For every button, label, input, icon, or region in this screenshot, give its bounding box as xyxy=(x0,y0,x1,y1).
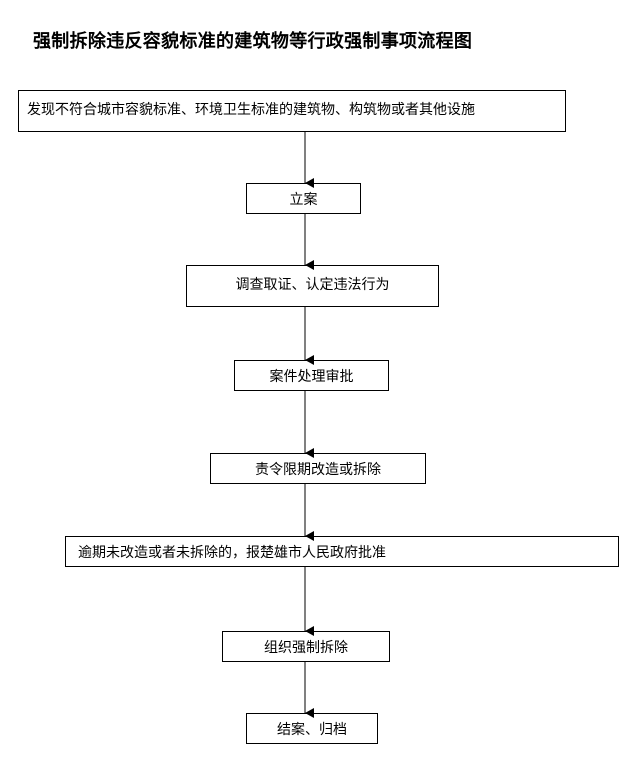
step-file-case: 立案 xyxy=(246,183,361,214)
step-discover-label: 发现不符合城市容貌标准、环境卫生标准的建筑物、构筑物或者其他设施 xyxy=(27,102,475,118)
step-demolish-label: 组织强制拆除 xyxy=(264,639,348,656)
step-discover: 发现不符合城市容貌标准、环境卫生标准的建筑物、构筑物或者其他设施 xyxy=(18,90,566,132)
step-close-archive-label: 结案、归档 xyxy=(277,721,347,738)
step-order-rectify-label: 责令限期改造或拆除 xyxy=(255,461,381,478)
step-order-rectify: 责令限期改造或拆除 xyxy=(210,453,426,484)
step-investigate-label: 调查取证、认定违法行为 xyxy=(235,277,390,293)
step-investigate: 调查取证、认定违法行为 xyxy=(186,265,439,307)
page-title: 强制拆除违反容貌标准的建筑物等行政强制事项流程图 xyxy=(33,31,473,52)
step-report-approval-label: 逾期未改造或者未拆除的，报楚雄市人民政府批准 xyxy=(78,544,386,561)
step-approval-label: 案件处理审批 xyxy=(269,368,354,385)
step-report-approval: 逾期未改造或者未拆除的，报楚雄市人民政府批准 xyxy=(65,536,619,567)
step-file-case-label: 立案 xyxy=(289,191,318,208)
